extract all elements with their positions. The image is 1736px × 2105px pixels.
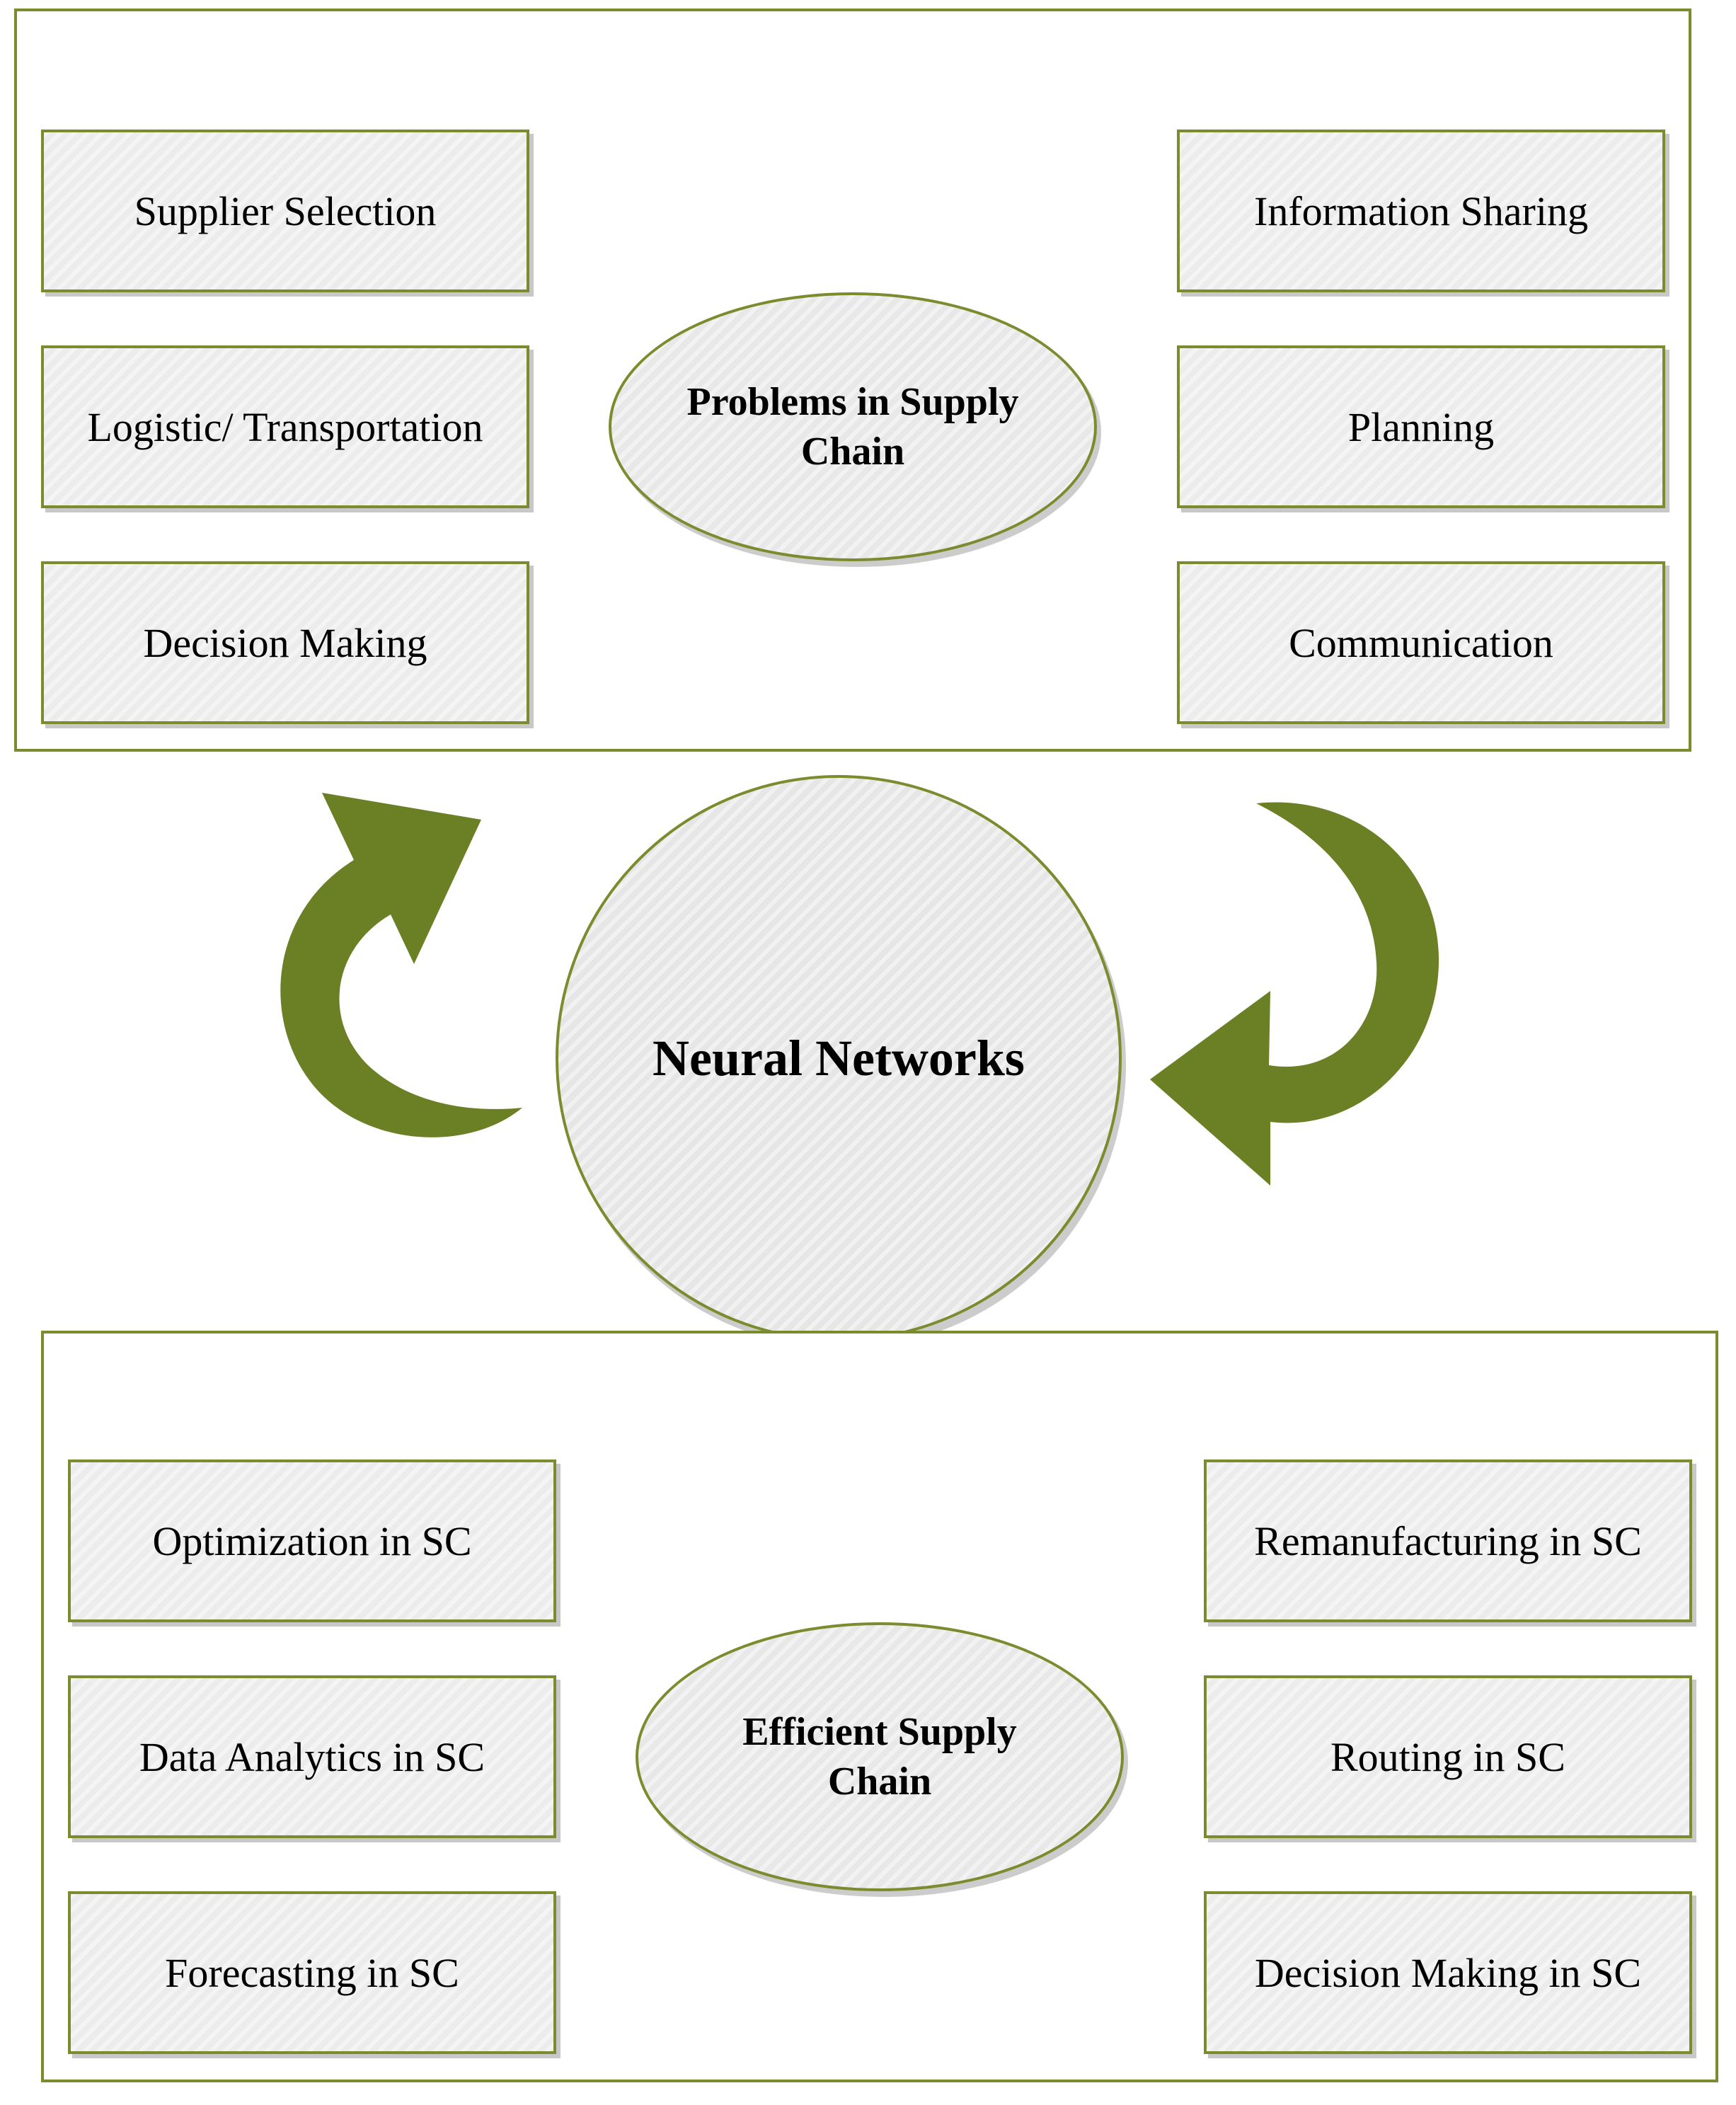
- solution-box-decision-making: Decision Making in SC: [1204, 1891, 1692, 2054]
- solution-box-data-analytics: Data Analytics in SC: [68, 1675, 556, 1838]
- problem-box-planning: Planning: [1177, 345, 1665, 508]
- neural-networks-circle: Neural Networks: [556, 775, 1122, 1341]
- problem-box-logistic-transportation: Logistic/ Transportation: [41, 345, 529, 508]
- solution-box-remanufacturing: Remanufacturing in SC: [1204, 1459, 1692, 1622]
- problem-box-communication: Communication: [1177, 561, 1665, 724]
- solution-box-optimization: Optimization in SC: [68, 1459, 556, 1622]
- efficient-supply-chain-ellipse: Efficient Supply Chain: [636, 1622, 1124, 1891]
- solution-box-routing: Routing in SC: [1204, 1675, 1692, 1838]
- problem-box-supplier-selection: Supplier Selection: [41, 130, 529, 292]
- problem-box-decision-making: Decision Making: [41, 561, 529, 724]
- right-curved-arrow-icon: [1150, 802, 1439, 1186]
- solution-box-forecasting: Forecasting in SC: [68, 1891, 556, 2054]
- left-curved-arrow-icon: [280, 793, 522, 1137]
- problems-ellipse: Problems in Supply Chain: [609, 292, 1097, 561]
- problem-box-information-sharing: Information Sharing: [1177, 130, 1665, 292]
